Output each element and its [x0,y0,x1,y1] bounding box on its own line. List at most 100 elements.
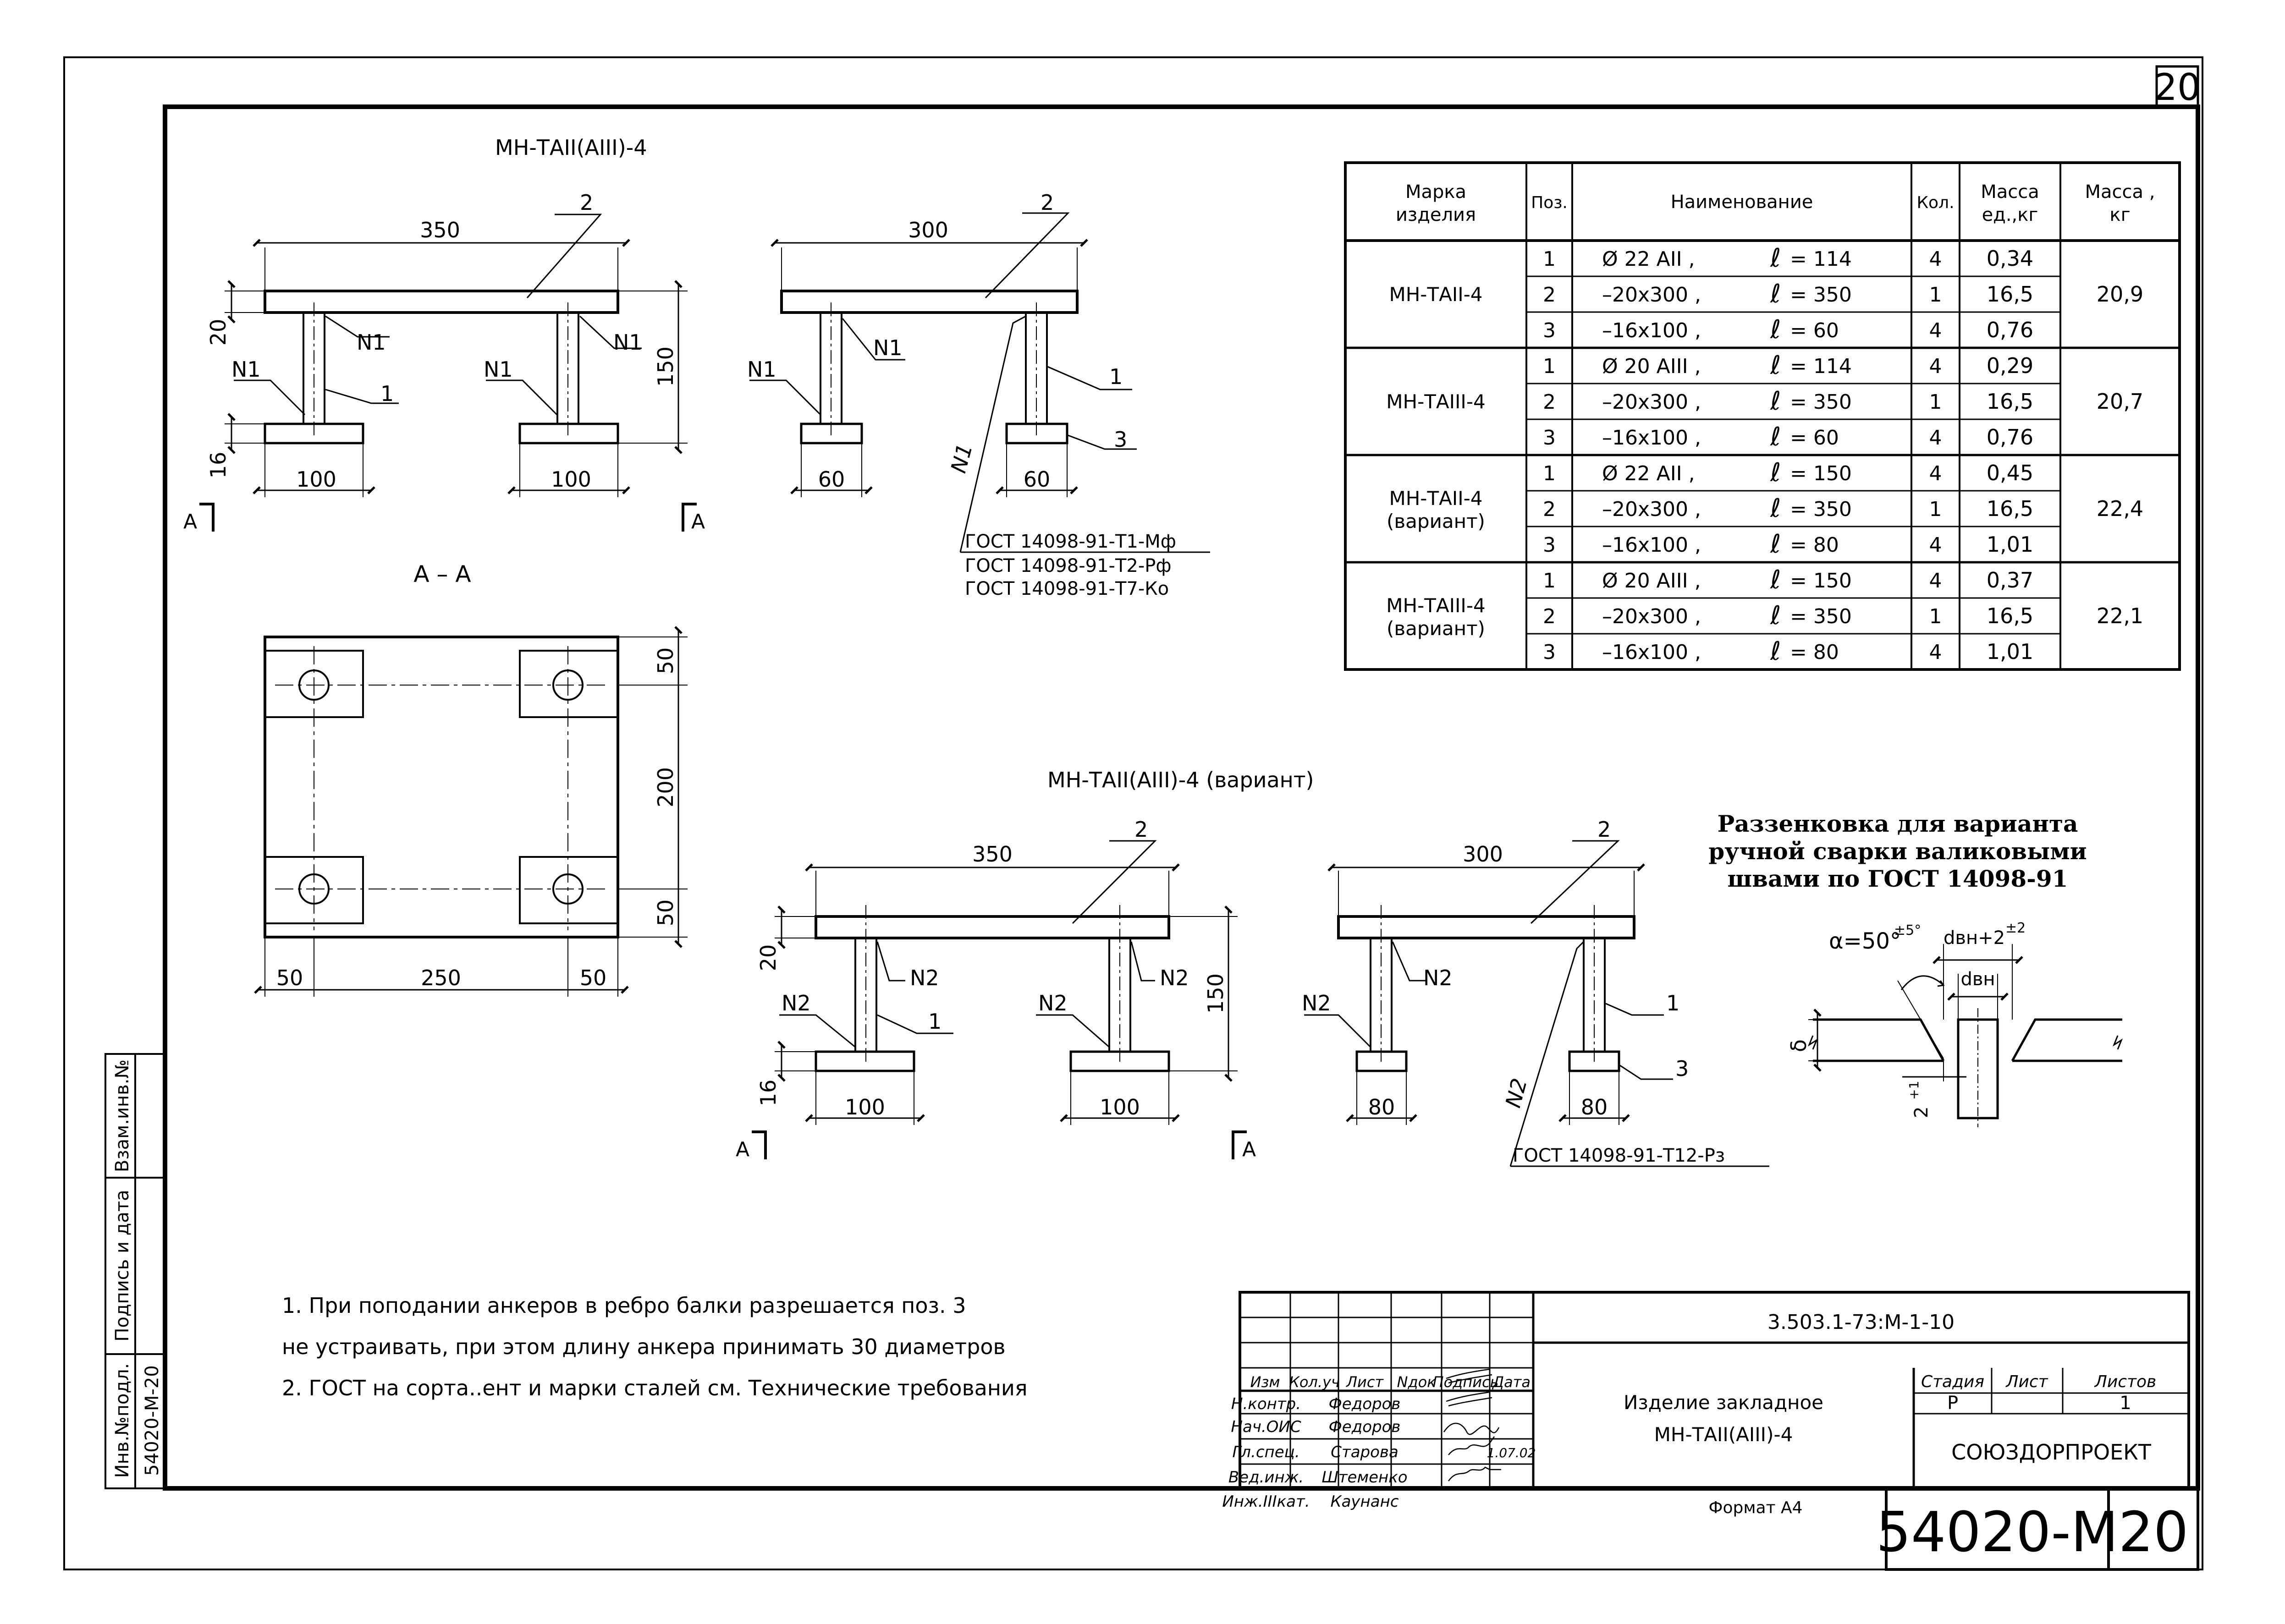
row-length: = 150 [1790,569,1852,593]
table-header-text: Кол. [1916,193,1954,212]
row-length: = 350 [1790,498,1852,521]
row-mass: 16,5 [1987,496,2033,521]
dim-dvn-plus-2-tolerance: ±2 [2005,920,2026,936]
countersink-detail-title: Раззенковка для варианта ручной сварки в… [1708,810,2087,892]
doc-number-box [1885,1487,2199,1571]
row-name: Ø 20 АIII , [1602,355,1701,378]
row-mass: 0,76 [1987,318,2033,342]
title-col-header: Nдок [1397,1373,1437,1391]
product-mark: (вариант) [1387,510,1485,532]
table-header-text: Поз. [1531,193,1568,212]
dim-50: 50 [580,966,607,990]
length-symbol: ℓ [1770,315,1781,345]
svg-text:ГОСТ 14098-91-Т1-Мф: ГОСТ 14098-91-Т1-Мф [965,531,1176,552]
total-mass: 22,1 [2097,604,2143,628]
row-name: –20х300 , [1602,283,1701,307]
stamp-vzam-label: Взам.инв.№ [112,1059,133,1172]
row-mass: 1,01 [1987,532,2033,557]
pos-1-label: 1 [1666,991,1679,1015]
row-length: = 114 [1790,247,1852,271]
row-length: = 150 [1790,462,1852,485]
row-qty: 4 [1929,462,1942,485]
signer-name: Старова [1331,1443,1399,1461]
table-header-text: ед.,кг [1982,204,2038,225]
item-name-line: Изделие закладное [1624,1391,1823,1414]
length-symbol: ℓ [1770,243,1781,273]
length-symbol: ℓ [1770,458,1781,488]
row-mass: 16,5 [1987,604,2033,628]
row-pos: 1 [1543,355,1556,378]
dim-gap-tolerance: +1 [1906,1081,1922,1100]
row-pos: 2 [1543,605,1556,628]
format-label: Формат А4 [1708,1498,1802,1517]
row-name: –16х100 , [1602,641,1701,664]
section-title: А – А [413,561,471,587]
row-name: –20х300 , [1602,605,1701,628]
total-mass: 20,7 [2097,389,2143,414]
row-length: = 80 [1790,533,1839,557]
pos-1-label: 1 [1109,364,1123,389]
row-mass: 16,5 [1987,282,2033,307]
title-col-header: Дата [1492,1373,1531,1391]
row-pos: 1 [1543,569,1556,593]
dim-80: 80 [1581,1095,1608,1119]
stage-value: 1 [2120,1393,2131,1414]
svg-text:ручной сварки валиковыми: ручной сварки валиковыми [1708,838,2087,865]
pos-2-label: 2 [1134,817,1148,842]
weld-n1-label: N1 [484,357,513,382]
gost-weld-notes: ГОСТ 14098-91-Т1-Мф ГОСТ 14098-91-Т2-Рф … [965,531,1176,599]
length-symbol: ℓ [1770,279,1781,309]
svg-text:ГОСТ 14098-91-Т2-Рф: ГОСТ 14098-91-Т2-Рф [965,555,1172,576]
side-stamp [105,1053,166,1489]
row-pos: 1 [1543,247,1556,271]
product-mark: МН-ТАIII-4 [1386,594,1485,617]
note-line-3: 2. ГОСТ на сорта..ент и марки сталей см.… [282,1376,1028,1400]
sheet-number-big: 20 [2119,1501,2189,1564]
spec-table-grid [1344,161,2181,671]
signer-role: Нач.ОИС [1231,1418,1301,1436]
dim-dvn-plus-2: dвн+2 [1944,927,2005,949]
row-name: –16х100 , [1602,426,1701,450]
dim-60: 60 [818,467,845,492]
stage-header: Листов [2094,1372,2156,1391]
table-header-text: Масса , [2085,181,2155,203]
weld-n2-label: N2 [1500,1075,1532,1110]
angle-alpha-tolerance: ±5° [1894,922,1921,938]
signatures [1443,1368,1501,1481]
row-name: –16х100 , [1602,319,1701,342]
svg-text:ГОСТ 14098-91-Т7-Ко: ГОСТ 14098-91-Т7-Ко [965,578,1169,599]
countersink-detail [1807,944,2123,1127]
dim-80: 80 [1368,1095,1395,1119]
doc-code: 3.503.1-73:М-1-10 [1767,1311,1955,1334]
weld-n2-label: N2 [1038,991,1068,1015]
dim-350: 350 [420,218,460,242]
section-mark-letter: А [183,510,197,533]
stamp-inv-label: Инв.№подл. [112,1363,133,1478]
variant-side-view [1304,840,1769,1167]
row-mass: 0,76 [1987,425,2033,450]
stage-value: Р [1947,1393,1958,1414]
pos-3-label: 3 [1675,1056,1689,1081]
weld-n1-label: N1 [357,330,386,355]
row-qty: 1 [1929,283,1942,307]
table-header-text: кг [2109,204,2130,225]
dim-50: 50 [276,966,303,990]
pos-3-label: 3 [1114,427,1127,452]
table-border [1344,161,2181,671]
pos-2-label: 2 [1597,817,1611,842]
dim-20: 20 [756,944,781,971]
svg-text:швами по ГОСТ 14098-91: швами по ГОСТ 14098-91 [1728,865,2068,892]
title-col-header: Лист [1346,1373,1384,1391]
row-mass: 0,29 [1987,353,2033,378]
dim-gap: 2 [1911,1107,1932,1118]
item-name-line: МН-ТАII(АIII)-4 [1654,1423,1793,1446]
dim-100: 100 [1100,1095,1140,1119]
section-mark-letter: А [736,1138,749,1161]
table-header-text: Наименование [1671,192,1813,213]
variant-view-title: МН-ТАII(АIII)-4 (вариант) [1047,768,1314,792]
section-a-a-plan [254,626,688,997]
row-length: = 350 [1790,390,1852,414]
